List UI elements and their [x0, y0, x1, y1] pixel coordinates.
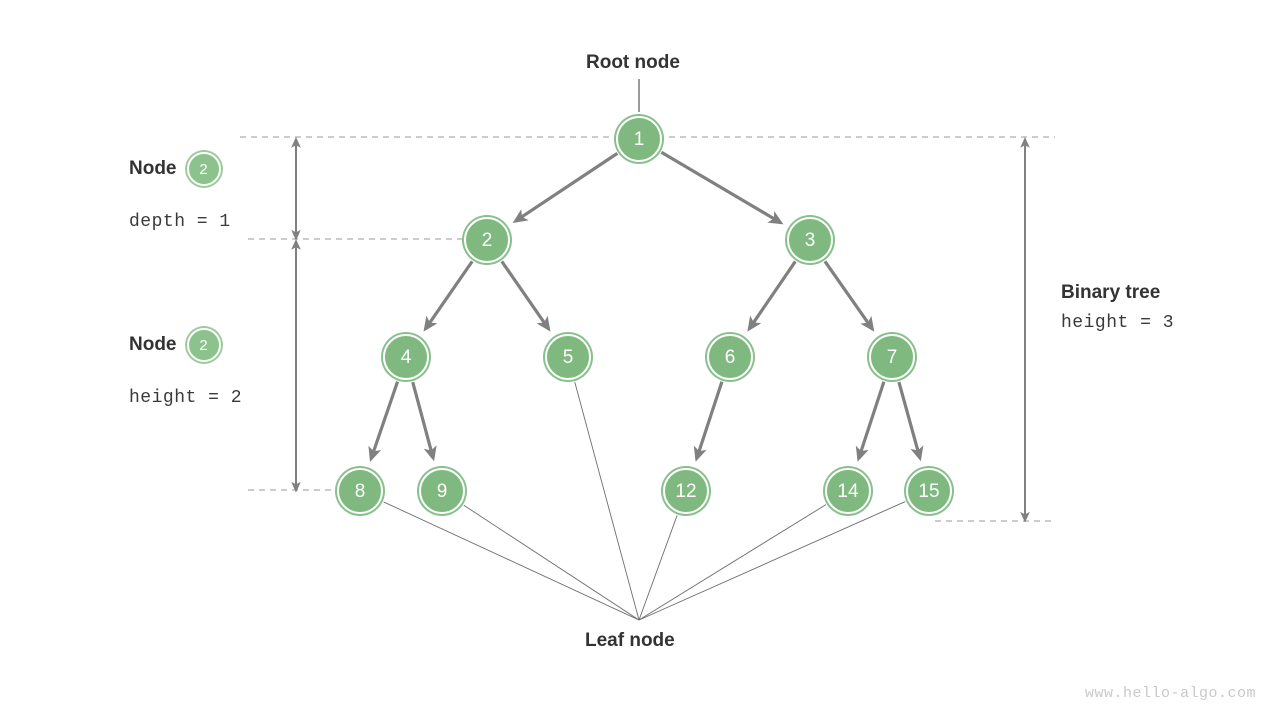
- tree-node-15[interactable]: 15: [906, 468, 952, 514]
- tree-node-value: 3: [804, 229, 816, 251]
- tree-node-6[interactable]: 6: [707, 334, 753, 380]
- leaf-pointer-n8: [383, 501, 640, 621]
- tree-node-value: 4: [400, 346, 412, 368]
- tree-node-value: 15: [918, 480, 940, 502]
- tree-node-value: 9: [436, 480, 448, 502]
- guide-lines-group: [240, 136, 1055, 522]
- edge-n2-n4: [423, 260, 474, 332]
- tree-node-1[interactable]: 1: [616, 116, 662, 162]
- node-height-value: height = 2: [129, 388, 243, 408]
- node-height-badge: 2: [186, 328, 221, 362]
- edge-n2-n5: [500, 260, 551, 332]
- leaf-pointer-n15: [638, 501, 906, 621]
- tree-node-2[interactable]: 2: [464, 217, 510, 263]
- edge-n6-n12: [693, 381, 724, 462]
- tree-height-annotation: Binary tree height = 3: [1061, 282, 1174, 333]
- tree-node-5[interactable]: 5: [545, 334, 591, 380]
- root-node-label: Root node: [586, 52, 680, 73]
- node-depth-annotation: Node 2 depth = 1: [129, 152, 231, 232]
- node-depth-badge: 2: [186, 152, 221, 186]
- edge-n1-n2: [512, 152, 619, 223]
- tree-node-8[interactable]: 8: [337, 468, 383, 514]
- leaf-pointer-n14: [638, 504, 827, 621]
- edge-n3-n6: [747, 260, 797, 332]
- tree-node-value: 6: [724, 346, 736, 368]
- edge-n1-n3: [660, 150, 784, 225]
- edge-n7-n14: [855, 381, 886, 462]
- edge-n3-n7: [823, 260, 875, 332]
- leaf-pointer-lines-group: [383, 381, 906, 621]
- leaf-node-label: Leaf node: [585, 630, 675, 651]
- node-depth-value: depth = 1: [129, 212, 231, 232]
- node-depth-title: Node: [129, 158, 177, 179]
- node-height-heading-row: Node 2: [129, 328, 242, 362]
- tree-node-value: 12: [675, 480, 697, 502]
- tree-height-value: height = 3: [1061, 313, 1175, 333]
- tree-node-7[interactable]: 7: [869, 334, 915, 380]
- node-height-annotation: Node 2 height = 2: [129, 328, 242, 408]
- tree-node-value: 5: [562, 346, 574, 368]
- tree-node-value: 7: [886, 346, 898, 368]
- edge-n4-n8: [368, 381, 400, 462]
- tree-title: Binary tree: [1061, 282, 1161, 303]
- watermark-label: www.hello-algo.com: [1084, 685, 1256, 702]
- tree-node-value: 14: [837, 480, 859, 502]
- tree-node-value: 1: [633, 128, 645, 150]
- measure-arrows-group: [291, 137, 1030, 523]
- edge-n4-n9: [411, 381, 437, 462]
- tree-node-9[interactable]: 9: [419, 468, 465, 514]
- edge-n7-n15: [897, 381, 924, 462]
- tree-node-value: 2: [481, 229, 493, 251]
- tree-node-3[interactable]: 3: [787, 217, 833, 263]
- leaf-pointer-n12: [638, 515, 678, 621]
- tree-edges-group: [368, 150, 924, 462]
- leaf-pointer-n9: [463, 504, 640, 621]
- tree-node-value: 8: [354, 480, 366, 502]
- tree-node-4[interactable]: 4: [383, 334, 429, 380]
- node-depth-heading-row: Node 2: [129, 152, 231, 186]
- leaf-pointer-n5: [574, 381, 640, 621]
- node-height-title: Node: [129, 334, 177, 355]
- tree-node-14[interactable]: 14: [825, 468, 871, 514]
- tree-node-12[interactable]: 12: [663, 468, 709, 514]
